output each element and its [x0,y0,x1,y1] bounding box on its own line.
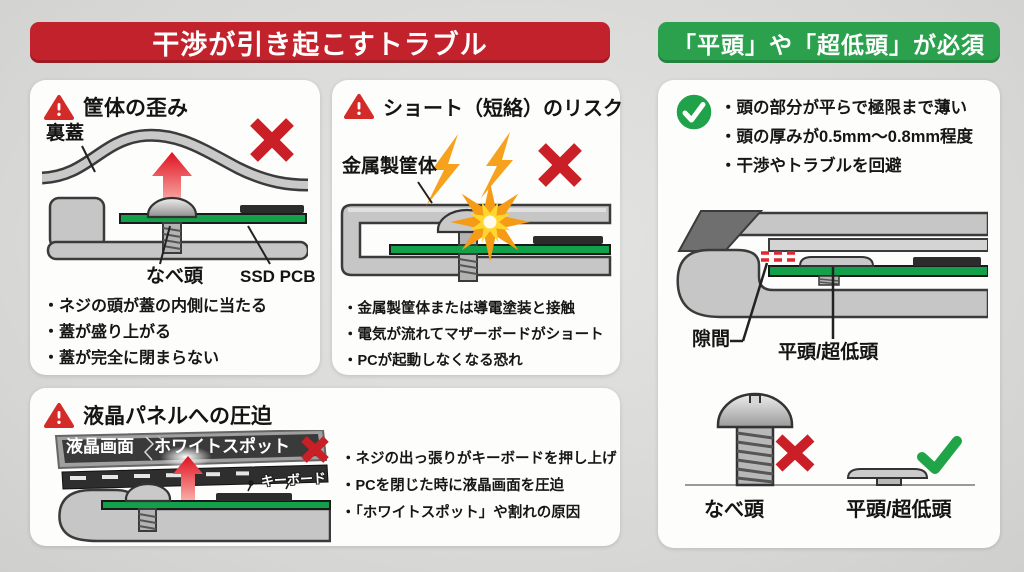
chip [533,236,603,244]
chassis-distortion-diagram [42,118,308,265]
bullet-item: ・蓋が盛り上がる [43,324,172,341]
chip [216,493,292,501]
keyboard-keys [70,471,249,480]
pan-head-screw-head [124,482,172,503]
panel-title: ショート（短絡）のリスク [383,98,623,120]
screw-comparison-diagram [685,392,975,487]
pan-head-screw-head [146,196,198,219]
panel-title-row: ショート（短絡）のリスク [344,92,623,121]
chip [240,205,304,213]
flat-head-diagram-label: 平頭/超低頭 [778,342,879,363]
lightning-bolt-icon [426,134,460,206]
gap-label: 隙間 [692,329,731,350]
panel-title: 液晶パネルへの圧迫 [83,405,272,428]
short-circuit-diagram [340,132,612,282]
cross-icon [775,434,815,472]
lid-inner-bar [768,238,988,252]
bullet-item: ・「ホワイトスポット」や割れの原因 [341,505,581,521]
left-section-header: 干渉が引き起こすトラブル [30,22,610,63]
standoff-block [48,196,106,250]
pan-head-screw [716,392,794,487]
bullet-item: ・頭の厚みが0.5mm〜0.8mm程度 [720,128,974,146]
ssd-pcb [768,265,988,277]
bullet-list: ・頭の部分が平らで極限まで薄い ・頭の厚みが0.5mm〜0.8mm程度 ・干渉や… [720,94,973,181]
panel-lcd-pressure: 液晶パネルへの圧迫 [30,388,620,546]
panel-short-circuit: ショート（短絡）のリスク [332,80,623,375]
right-section-header: 「平頭」や「超低頭」が必須 [658,22,1000,63]
cross-icon [538,143,582,187]
white-spot-label: ホワイトスポット [154,437,290,456]
ssd-pcb [119,213,307,224]
screw-thread-nub [818,275,840,286]
screw-shaft [458,253,478,282]
flat-head-screw [846,468,929,486]
flat-head-compare-label: 平頭/超低頭 [846,499,952,521]
lcd-screen-label: 液晶画面 [66,437,134,456]
ssd-pcb [101,500,331,510]
screw-shaft [162,222,182,254]
bullet-list: ・ネジの頭が蓋の内側に当たる ・蓋が盛り上がる ・蓋が完全に閉まらない [43,294,267,372]
bullet-item: ・金属製筐体または導電塗装と接触 [343,301,575,317]
lightning-bolt-icon [481,132,513,198]
warning-icon [44,94,74,120]
warning-icon [44,402,74,428]
keyboard-label: キーボード [260,470,327,489]
panel-flat-head-solution: ・頭の部分が平らで極限まで薄い ・頭の厚みが0.5mm〜0.8mm程度 ・干渉や… [658,80,1000,548]
pan-head-compare-label: なべ頭 [704,499,764,521]
gap-indicator [761,251,799,262]
cross-icon [301,436,329,463]
pressure-marks [247,478,292,492]
push-up-arrow [173,456,203,500]
pan-head-label: なべ頭 [146,266,204,287]
push-up-arrow [152,152,192,202]
crack-lines [143,436,155,461]
panel-title-row: 液晶パネルへの圧迫 [44,400,272,430]
lid-slab [715,211,988,237]
bullet-item: ・PCが起動しなくなる恐れ [343,353,523,369]
bullet-item: ・PCを閉じた時に液晶画面を圧迫 [341,478,565,494]
bullet-list: ・金属製筐体または導電塗装と接触 ・電気が流れてマザーボードがショート ・PCが… [343,296,604,374]
laptop-cross-section-diagram [676,210,988,343]
bullet-item: ・電気が流れてマザーボードがショート [343,327,604,343]
panel-title: 筐体の歪み [83,97,188,120]
check-icon [917,436,962,474]
bullet-item: ・ネジの頭が蓋の内側に当たる [43,298,268,315]
warning-icon [344,94,374,119]
metal-chassis-label: 金属製筐体 [342,156,438,177]
bullet-item: ・頭の部分が平らで極限まで薄い [720,99,968,117]
panel-chassis-distortion: 筐体の歪み [30,80,320,375]
chip [913,257,981,266]
screw-shaft [138,508,157,532]
ssd-pcb [389,244,611,255]
bullet-list: ・ネジの出っ張りがキーボードを押し上げ ・PCを閉じた時に液晶画面を圧迫 ・「ホ… [341,446,617,527]
bullet-item: ・蓋が完全に閉まらない [43,350,220,367]
bullet-item: ・ネジの出っ張りがキーボードを押し上げ [341,451,617,467]
panel-title-row: 筐体の歪み [44,92,188,122]
lcd-pressure-diagram [54,430,331,543]
metal-chassis [340,203,612,277]
check-circle-icon [674,92,714,132]
white-spot [160,446,212,468]
back-cover-label: 裏蓋 [46,123,85,144]
bullet-item: ・干渉やトラブルを回避 [720,157,902,175]
ssd-pcb-label: SSD PCB [240,267,316,286]
cross-icon [250,118,294,162]
flat-head-screw-head [798,256,875,267]
